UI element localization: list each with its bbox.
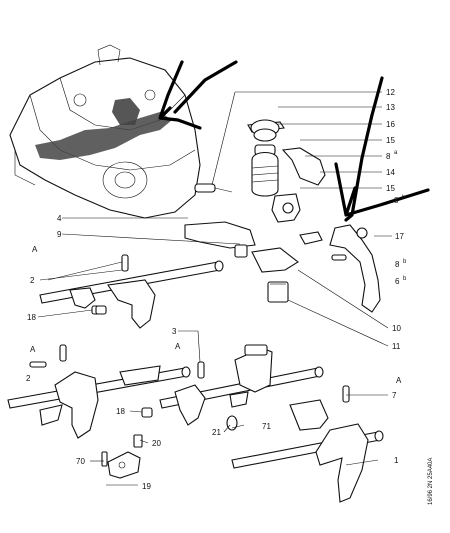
lower-right-shift-rail	[231, 385, 384, 503]
callout-a4: A	[396, 376, 402, 385]
callout-13: 13	[386, 103, 395, 112]
callout-15a: 15	[386, 136, 395, 145]
callout-8b: 8	[394, 196, 399, 205]
callout-7: 7	[392, 391, 397, 400]
callout-6: 6	[395, 277, 400, 286]
callout-17: 17	[395, 232, 404, 241]
callout-70: 70	[76, 457, 85, 466]
callout-18a: 18	[27, 313, 36, 322]
callout-1: 1	[394, 456, 399, 465]
callout-15b: 15	[386, 184, 395, 193]
callout-11: 11	[392, 342, 401, 351]
marker-arrow-1	[158, 60, 238, 130]
callout-20: 20	[152, 439, 161, 448]
callout-21: 21	[212, 428, 221, 437]
callout-8a: 8	[386, 152, 391, 161]
upper-shift-rail	[39, 254, 224, 329]
callout-12: 12	[386, 88, 395, 97]
callout-labels: 12 13 16 15 8 a 14 15 8 b 4 9 17 A 8 b 2…	[26, 88, 407, 491]
callout-4: 4	[57, 214, 62, 223]
sub-b3: b	[403, 276, 407, 282]
lower-left-shift-rail	[7, 344, 191, 439]
reference-code: 16/96 2N 25A40A	[428, 458, 434, 505]
callout-18b: 18	[116, 407, 125, 416]
callout-a1: A	[32, 245, 38, 254]
callout-16: 16	[386, 120, 395, 129]
sub-a: a	[394, 150, 398, 156]
callout-2b: 2	[26, 374, 31, 383]
callout-3: 3	[172, 327, 177, 336]
selector-mechanism	[184, 119, 381, 313]
sub-b2: b	[403, 259, 407, 265]
callout-2a: 2	[30, 276, 35, 285]
middle-shift-rail	[159, 344, 324, 431]
callout-8c: 8	[395, 260, 400, 269]
callout-71: 71	[262, 422, 271, 431]
callout-9: 9	[57, 230, 62, 239]
callout-a2: A	[175, 342, 181, 351]
small-parts	[95, 305, 153, 479]
callout-10: 10	[392, 324, 401, 333]
callout-19: 19	[142, 482, 151, 491]
callout-14: 14	[386, 168, 395, 177]
leader-lines	[37, 91, 392, 486]
gearbox-housing	[9, 44, 201, 219]
marker-arrow-2	[334, 76, 430, 222]
callout-a3: A	[30, 345, 36, 354]
sub-b1: b	[402, 195, 406, 201]
